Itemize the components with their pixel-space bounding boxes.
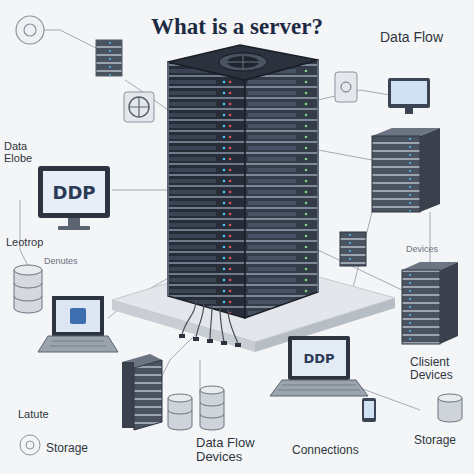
screen-node: DDP <box>44 172 104 212</box>
diagram-label: Data Flow <box>380 30 443 45</box>
label-anchor: Latute <box>18 404 49 422</box>
diagram-label: Connections <box>292 444 359 457</box>
label-anchor: Storage <box>414 430 456 448</box>
label-anchor: Data Elobe <box>4 140 42 166</box>
screen-node: DDP <box>293 341 345 375</box>
screen-text: DDP <box>52 182 95 203</box>
diagram-label: Storage <box>46 442 88 455</box>
diagram-label: Data Flow Devices <box>196 436 276 465</box>
diagram-label: Devices <box>406 245 438 255</box>
diagram-label: Clisient Devices <box>410 356 470 382</box>
diagram-label: Leotrop <box>6 236 43 248</box>
label-anchor: Data Flow Devices <box>196 436 276 465</box>
label-anchor: Data Flow <box>380 28 443 46</box>
diagram-label: Storage <box>414 434 456 447</box>
screen-text: DDP <box>303 351 334 366</box>
label-anchor: Storage <box>46 438 88 456</box>
diagram-label: Latute <box>18 408 49 420</box>
label-anchor: Clisient Devices <box>410 356 470 383</box>
diagram-label: Denutes <box>44 257 78 267</box>
label-anchor: Devices <box>406 238 438 256</box>
label-anchor: Connections <box>292 440 359 458</box>
label-anchor: Denutes <box>44 250 78 268</box>
label-anchor: Leotrop <box>6 232 43 250</box>
diagram-label: Data Elobe <box>4 140 42 164</box>
